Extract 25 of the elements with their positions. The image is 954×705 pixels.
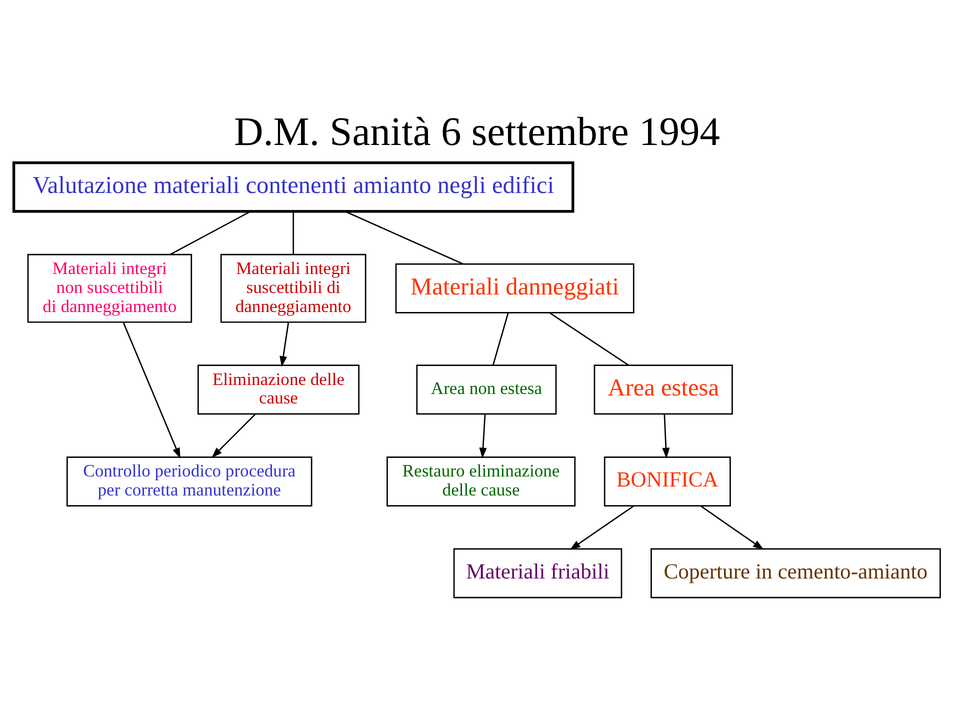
node-box: BONIFICA: [604, 456, 731, 506]
node-box: Materiali integri suscettibili di danneggiamento: [220, 254, 366, 323]
node-box: Restauro eliminazione delle cause: [386, 456, 576, 506]
node-box: Area non estesa: [416, 364, 557, 415]
arrow: [122, 322, 180, 459]
arrow: [662, 414, 670, 459]
arrow: [479, 414, 487, 459]
node-box: Materiali danneggiati: [395, 263, 634, 314]
node-box: Eliminazione delle cause: [197, 364, 360, 415]
connector: [292, 212, 294, 254]
connector: [345, 210, 464, 265]
arrow: [211, 414, 256, 458]
connector: [549, 312, 630, 366]
node-box: Valutazione materiali contenenti amianto negli edifici: [12, 161, 574, 213]
arrow: [570, 505, 634, 550]
node-box: Coperture in cemento-amianto: [650, 548, 941, 598]
node-box: Area estesa: [594, 364, 733, 415]
arrow: [700, 506, 764, 550]
diagram-title: D.M. Sanità 6 settembre 1994: [234, 109, 720, 154]
connector: [492, 312, 509, 366]
node-box: Controllo periodico procedura per corretta manutenzione: [66, 456, 312, 506]
node-box: Materiali integri non suscettibili di danneggiamento: [27, 254, 192, 323]
arrow: [280, 322, 290, 367]
node-box: Materiali friabili: [453, 548, 622, 598]
connector: [170, 210, 251, 256]
